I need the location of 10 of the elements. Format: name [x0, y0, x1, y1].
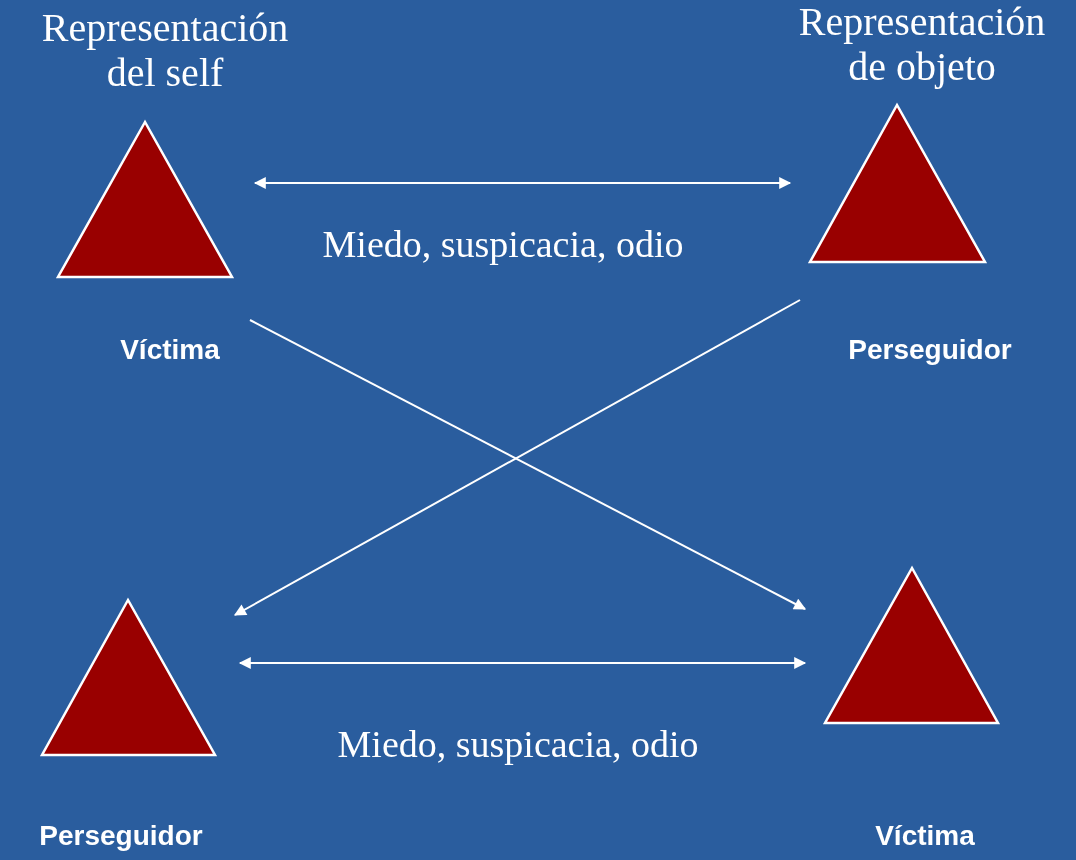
arrow [238, 657, 807, 669]
role-label: Víctima [120, 334, 220, 366]
role-label: Perseguidor [848, 334, 1012, 366]
role-label: Perseguidor [39, 820, 203, 852]
heading: Representación de objeto [797, 0, 1047, 90]
heading: Representación del self [40, 6, 290, 96]
role-label: Víctima [875, 820, 975, 852]
edge-label: Miedo, suspicacia, odio [337, 722, 699, 766]
arrow [253, 177, 792, 189]
edge-label: Miedo, suspicacia, odio [322, 222, 684, 266]
